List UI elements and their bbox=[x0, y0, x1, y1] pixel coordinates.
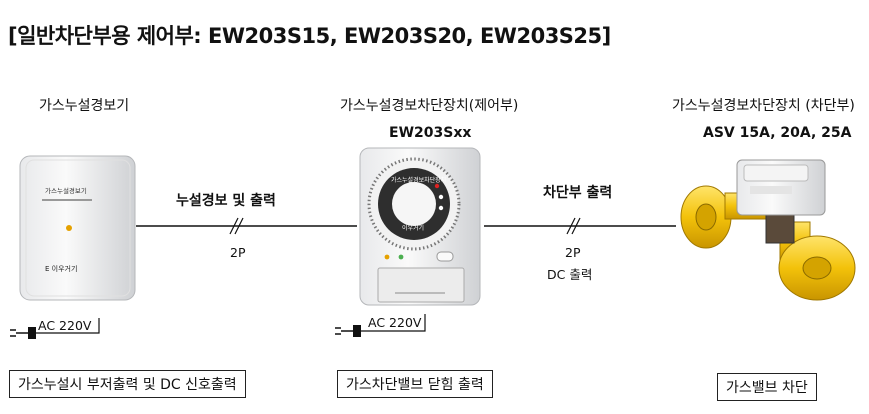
valve-name: 가스누설경보차단장치 (차단부) bbox=[672, 98, 855, 114]
right-wire-label: 2P bbox=[565, 245, 581, 260]
right-wire-sublabel: DC 출력 bbox=[547, 267, 593, 282]
left-wire-mark bbox=[229, 217, 244, 235]
gas-valve-device bbox=[680, 159, 856, 301]
detector-function-box: 가스누설시 부저출력 및 DC 신호출력 bbox=[9, 370, 246, 398]
controller-model: EW203Sxx bbox=[389, 125, 472, 141]
left-wire-label: 2P bbox=[230, 245, 246, 260]
controller-device: 가스누설경보차단장치 이우거기 bbox=[359, 147, 481, 306]
detector-power-label: AC 220V bbox=[38, 318, 92, 333]
gas-detector-device: 가스누설경보기 E 이우거기 bbox=[19, 155, 136, 301]
detector-led-icon bbox=[66, 225, 72, 231]
right-connection-label: 차단부 출력 bbox=[543, 185, 613, 201]
controller-power-label: AC 220V bbox=[368, 315, 422, 330]
detector-power-plug-icon bbox=[10, 318, 100, 339]
valve-function-box: 가스밸브 차단 bbox=[717, 373, 817, 401]
dial-text: 가스누설경보차단장치 bbox=[391, 176, 446, 184]
controller-power-plug-icon bbox=[335, 314, 426, 337]
valve-models: ASV 15A, 20A, 25A bbox=[703, 125, 852, 141]
controller-name: 가스누설경보차단장치(제어부) bbox=[340, 98, 519, 114]
controller-function-box: 가스차단밸브 닫힘 출력 bbox=[337, 370, 493, 398]
detector-device-label: 가스누설경보기 bbox=[45, 186, 87, 195]
detector-name: 가스누설경보기 bbox=[39, 98, 130, 114]
left-connection-label: 누설경보 및 출력 bbox=[176, 193, 276, 209]
dial-brand: 이우거기 bbox=[402, 224, 424, 232]
page-title: [일반차단부용 제어부: EW203S15, EW203S20, EW203S2… bbox=[8, 24, 611, 48]
detector-device-brand: E 이우거기 bbox=[45, 264, 77, 273]
right-wire-mark bbox=[566, 217, 581, 235]
controller-led-icon bbox=[384, 254, 390, 260]
